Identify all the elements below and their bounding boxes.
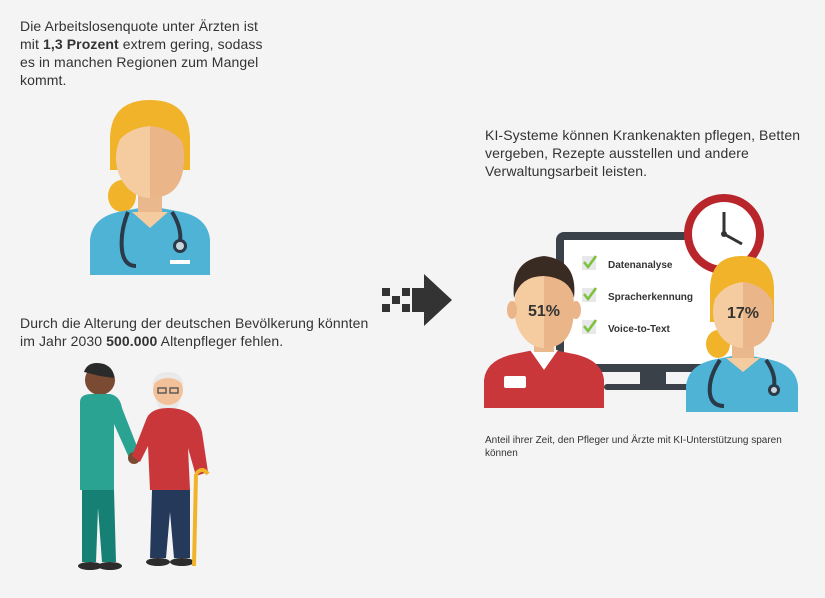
- transition-arrow-icon: [382, 274, 452, 326]
- caregiver-number-highlight: 500.000: [106, 333, 158, 349]
- caregiver-and-senior-illustration: [78, 363, 210, 570]
- female-doctor-figure: 17%: [686, 256, 798, 412]
- caregiver-text-prefix: Durch die Alterung der deutschen Bevölke…: [20, 315, 369, 349]
- clock-icon: [684, 194, 764, 274]
- doctor-rate-highlight: 1,3 Prozent: [42, 36, 119, 52]
- female-doctor-illustration: [90, 100, 210, 275]
- checklist-item-3: Voice-to-Text: [582, 319, 671, 335]
- caregiver-text-suffix: Altenpfleger fehlen.: [157, 333, 284, 349]
- doctor-shortage-text: Die Arbeitslosenquote unter Ärzten ist m…: [20, 17, 280, 89]
- checklist: Datenanalyse Spracherkennung Voice-to-Te…: [582, 255, 693, 335]
- male-caregiver-figure: 51%: [484, 256, 604, 408]
- checklist-item-label: Datenanalyse: [608, 260, 673, 271]
- time-saved-caption: Anteil ihrer Zeit, den Pfleger und Ärzte…: [485, 435, 782, 459]
- ai-assistant-scene: Datenanalyse Spracherkennung Voice-to-Te…: [484, 194, 798, 412]
- checklist-item-2: Spracherkennung: [582, 287, 693, 303]
- ai-tasks-text: KI-Systeme können Krankenakten pflegen, …: [485, 127, 801, 179]
- caregiver-shortage-text: Durch die Alterung der deutschen Bevölke…: [20, 314, 380, 350]
- doctor-text-prefix: Die Arbeitslosenquote unter Ärzten ist m…: [20, 18, 259, 52]
- checklist-item-1: Datenanalyse: [582, 255, 673, 271]
- checklist-item-label: Voice-to-Text: [608, 324, 671, 335]
- caregiver-time-share: 51%: [528, 303, 560, 320]
- doctor-text-suffix: extrem gering, sodass es in manchen Regi…: [20, 36, 263, 88]
- doctor-time-share: 17%: [727, 305, 759, 322]
- checklist-item-label: Spracherkennung: [608, 292, 693, 303]
